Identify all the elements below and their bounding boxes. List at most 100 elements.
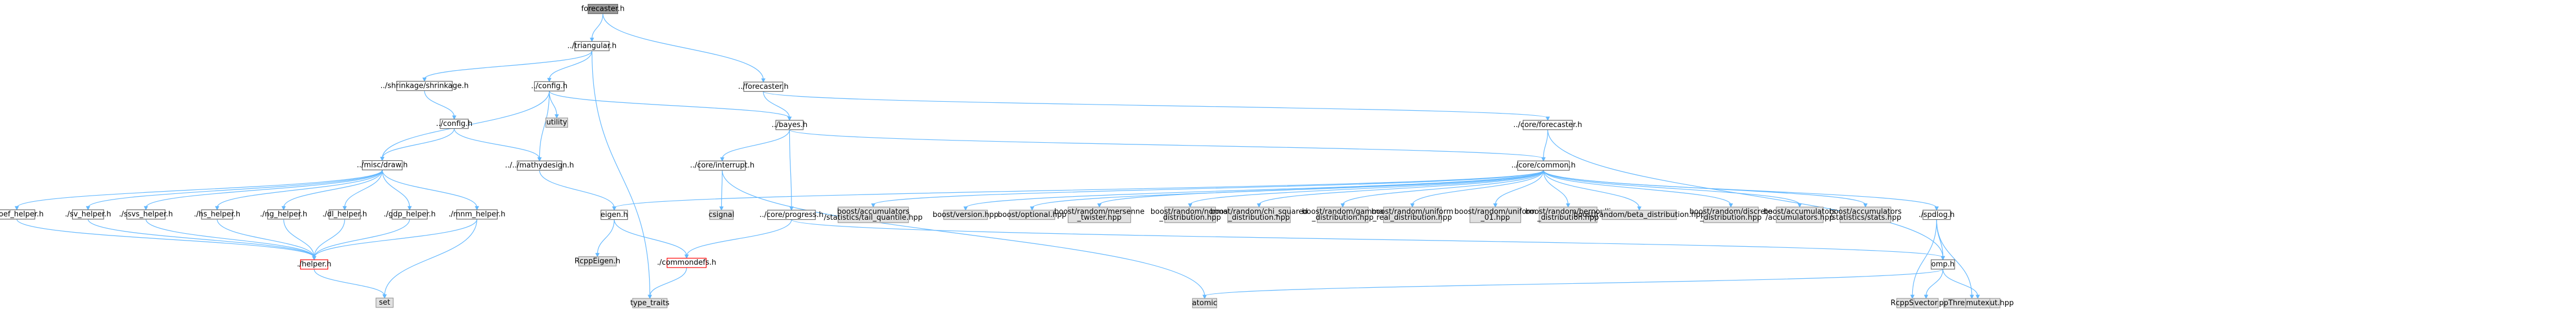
- node-b-optional: boost/optional.hpp: [998, 210, 1066, 220]
- node-commondefs[interactable]: ./commondefs.h: [657, 257, 716, 268]
- edges-layer: [15, 13, 1980, 300]
- edge-core-progress-to-omp: [791, 219, 1946, 261]
- edge-forecaster2-to-bayes: [763, 91, 792, 121]
- edge-core-forecaster-to-omp: [1547, 129, 1946, 261]
- node-b-stats: boost/accumulators/statistics/stats.hpp: [1829, 206, 1902, 223]
- edge-core-common-to-eigen-h: [612, 170, 1544, 211]
- node-label: ./ng_helper.h: [260, 210, 307, 219]
- node-b-beta: boost/random/beta_distribution.hpp: [1573, 210, 1705, 220]
- node-vector: vector: [1913, 298, 1939, 309]
- node-forecaster2[interactable]: ../forecaster.h: [738, 81, 789, 92]
- edge-core-common-to-b-discrete: [1543, 170, 1733, 208]
- node-b-gamma: boost/random/gamma_distribution.hpp: [1302, 206, 1384, 223]
- node-label: ../core/forecaster.h: [1513, 121, 1582, 129]
- node-label: ./helper.h: [297, 260, 332, 269]
- node-shrinkage[interactable]: ../shrinkage/shrinkage.h: [381, 80, 469, 91]
- edge-core-forecaster-to-core-common: [1541, 129, 1549, 162]
- node-forecaster-h[interactable]: forecaster.h: [581, 4, 625, 14]
- edge-mnm-helper-to-helper: [312, 219, 477, 261]
- node-label: boost/accumulators: [1764, 208, 1836, 216]
- node-omp[interactable]: omp.h: [1930, 259, 1955, 270]
- node-rcppeigen: RcppEigen.h: [575, 256, 620, 266]
- node-label: type_traits: [630, 299, 670, 307]
- node-mathydesign[interactable]: ../../mathydesign.h: [505, 160, 574, 171]
- edge-forecaster2-to-core-forecaster: [763, 91, 1550, 121]
- node-core-forecaster[interactable]: ../core/forecaster.h: [1513, 120, 1582, 130]
- node-hs-helper[interactable]: ./hs_helper.h: [194, 209, 240, 220]
- node-label: boost/random/chi_squared: [1210, 208, 1308, 216]
- node-label: ./sv_helper.h: [65, 210, 111, 219]
- node-label: _distribution.hpp: [1159, 214, 1220, 222]
- node-core-progress[interactable]: ../core/progress.h: [759, 210, 824, 220]
- node-label: boost/random/uniform: [1454, 208, 1536, 216]
- node-mutex: mutex: [1965, 298, 1991, 309]
- node-coef-helper[interactable]: ./coef_helper.h: [0, 209, 44, 220]
- node-eigen-h[interactable]: eigen.h: [601, 210, 628, 220]
- edge-commondefs-to-type-traits: [647, 268, 687, 300]
- edge-config2-to-misc-draw: [380, 128, 455, 161]
- edge-config1-to-bayes: [549, 90, 792, 121]
- node-label: csignal: [709, 211, 735, 219]
- node-label: ../forecaster.h: [738, 83, 789, 91]
- node-csignal: csignal: [709, 210, 735, 220]
- node-label: _distribution.hpp: [1537, 214, 1599, 222]
- edge-core-common-to-b-normal: [1188, 170, 1544, 208]
- node-label: ../config.h: [531, 82, 567, 90]
- node-spdlog[interactable]: ./spdlog.h: [1918, 210, 1955, 220]
- node-label: set: [379, 298, 390, 307]
- node-b-discrete: boost/random/discrete_distribution.hpp: [1689, 206, 1772, 223]
- node-label: _twister.hpp: [1077, 214, 1122, 222]
- edge-sv-helper-to-helper: [87, 219, 316, 261]
- edge-spdlog-to-rcppthread: [1936, 219, 1974, 300]
- node-label: boost/random/uniform: [1371, 208, 1454, 216]
- node-triangular[interactable]: ../triangular.h: [567, 41, 617, 51]
- node-bayes[interactable]: ../bayes.h: [772, 120, 808, 130]
- edge-config2-to-mathydesign: [454, 128, 542, 162]
- node-label: boost/version.hpp: [933, 211, 999, 219]
- node-mnm-helper[interactable]: ./mnm_helper.h: [449, 209, 506, 220]
- edge-mathydesign-to-eigen-h: [539, 170, 616, 211]
- edge-shrinkage-to-config2: [424, 90, 457, 120]
- edge-misc-draw-to-mnm-helper: [382, 170, 480, 211]
- edge-core-common-to-spdlog: [1543, 170, 1939, 211]
- node-label: boost/random/beta_distribution.hpp: [1573, 211, 1705, 219]
- node-label: /statistics/stats.hpp: [1830, 214, 1901, 222]
- node-label: ../triangular.h: [567, 42, 617, 51]
- edge-core-interrupt-to-csignal: [719, 170, 724, 211]
- node-ng-helper[interactable]: ./ng_helper.h: [260, 209, 307, 220]
- edge-helper-to-set: [314, 269, 387, 299]
- node-ssvs-helper[interactable]: ./ssvs_helper.h: [119, 209, 173, 220]
- node-core-interrupt[interactable]: ../core/interrupt.h: [690, 160, 755, 171]
- node-misc-draw[interactable]: ../misc/draw.h: [357, 160, 408, 170]
- edge-forecaster-h-to-triangular: [589, 13, 603, 42]
- edge-core-common-to-b-unif-real: [1410, 170, 1544, 208]
- edge-misc-draw-to-ng-helper: [281, 170, 383, 211]
- node-label: ./spdlog.h: [1918, 211, 1955, 219]
- edge-misc-draw-to-sv-helper: [86, 170, 383, 211]
- node-b-unif01: boost/random/uniform_01.hpp: [1454, 206, 1536, 223]
- node-gdp-helper[interactable]: ./gdp_helper.h: [383, 209, 436, 220]
- node-config1[interactable]: ../config.h: [531, 81, 567, 92]
- node-helper[interactable]: ./helper.h: [297, 259, 332, 270]
- edge-core-progress-to-commondefs: [684, 219, 792, 259]
- edge-bayes-to-core-common: [789, 129, 1546, 162]
- node-label: ../core/common.h: [1511, 161, 1576, 170]
- node-core-common[interactable]: ../core/common.h: [1511, 160, 1576, 171]
- node-label: mutex: [1966, 299, 1989, 307]
- node-config2[interactable]: ../config.h: [436, 119, 472, 129]
- node-sv-helper[interactable]: ./sv_helper.h: [65, 209, 111, 220]
- node-dl-helper[interactable]: ./dl_helper.h: [323, 209, 368, 220]
- node-b-bernoulli: boost/random/bernoulli_distribution.hpp: [1526, 206, 1611, 223]
- node-b-tail: boost/accumulators/statistics/tail_quant…: [824, 206, 923, 223]
- node-label: _distribution.hpp: [1228, 214, 1290, 222]
- edge-core-common-to-b-mersenne: [1097, 170, 1544, 208]
- node-b-chi: boost/random/chi_squared_distribution.hp…: [1210, 206, 1308, 223]
- edge-omp-to-atomic: [1202, 269, 1943, 300]
- edge-core-interrupt-to-atomic: [722, 170, 1207, 300]
- node-label: ./dl_helper.h: [323, 210, 368, 219]
- edge-misc-draw-to-hs-helper: [214, 170, 383, 211]
- edge-core-common-to-b-tail: [871, 170, 1544, 208]
- node-label: ./gdp_helper.h: [383, 210, 435, 219]
- node-atomic: atomic: [1192, 298, 1217, 309]
- nodes-layer: forecaster.h ../triangular.h ../forecaster…: [0, 4, 2014, 309]
